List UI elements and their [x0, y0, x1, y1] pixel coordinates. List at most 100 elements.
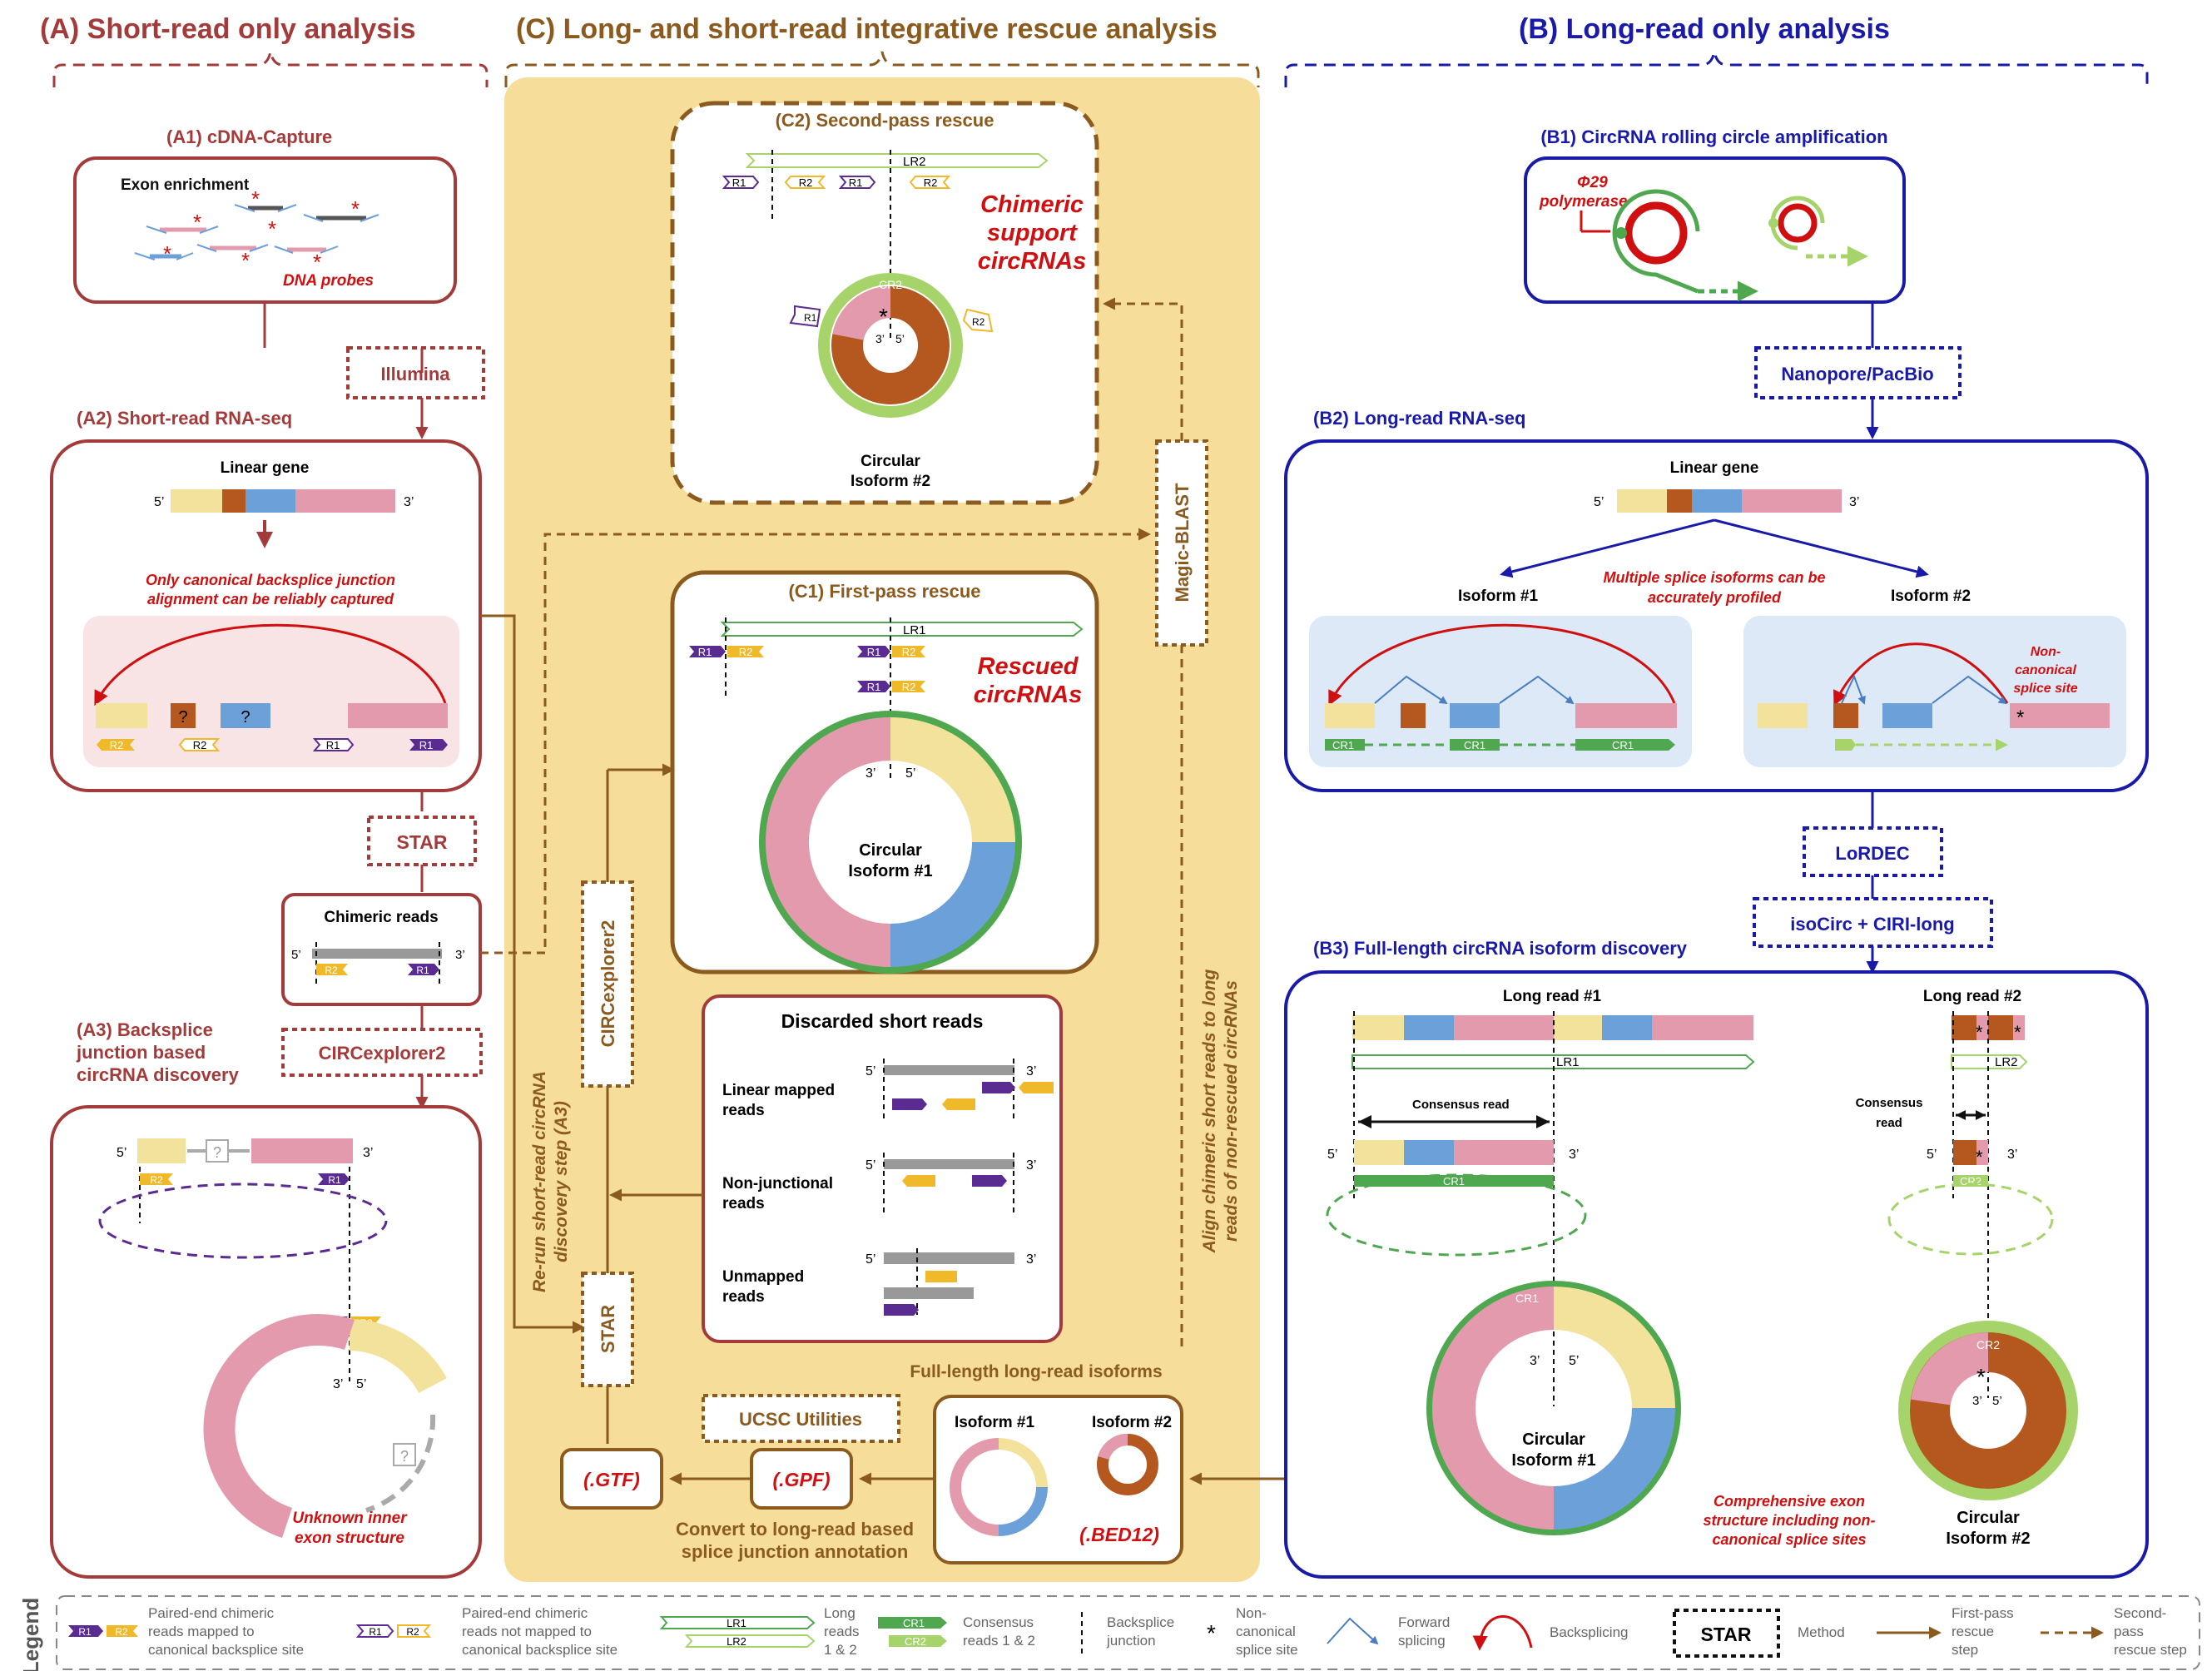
bed12-box: Isoform #1 Isoform #2 (.BED12): [933, 1395, 1183, 1564]
svg-text:Discarded short reads: Discarded short reads: [781, 1010, 984, 1032]
svg-text:Isoform #2: Isoform #2: [1092, 1414, 1172, 1431]
svg-text:reads: reads: [824, 1624, 860, 1639]
svg-text:Φ29: Φ29: [1577, 174, 1608, 191]
svg-text:Linear gene: Linear gene: [221, 459, 310, 477]
svg-text:splicing: splicing: [1398, 1633, 1446, 1649]
svg-text:R2: R2: [902, 681, 916, 693]
svg-text:Long: Long: [824, 1605, 856, 1621]
svg-text:LR2: LR2: [727, 1635, 746, 1648]
method-star-c: STAR: [581, 1272, 634, 1387]
svg-text:CR1: CR1: [856, 701, 880, 714]
a2-title: (A2) Short-read RNA-seq: [77, 408, 292, 429]
svg-text:CIRCexplorer2: CIRCexplorer2: [598, 920, 618, 1048]
svg-text:3’: 3’: [875, 332, 885, 345]
svg-text:CR2: CR2: [1976, 1338, 2000, 1351]
chimeric-reads-box: Chimeric reads 5’ 3’ R2 R1: [281, 893, 482, 1006]
probe-fragments: * * * * * * *: [134, 186, 379, 275]
svg-text:R1: R1: [416, 964, 429, 976]
svg-text:Consensus: Consensus: [1856, 1096, 1923, 1110]
svg-text:canonical splice sites: canonical splice sites: [1712, 1531, 1866, 1548]
svg-text:5’: 5’: [1569, 1354, 1579, 1368]
svg-text:Consensus: Consensus: [963, 1614, 1034, 1630]
method-magic-blast: Magic-BLAST: [1155, 439, 1208, 647]
svg-text:canonical backsplice site: canonical backsplice site: [148, 1642, 304, 1658]
svg-text:R1: R1: [867, 646, 881, 658]
svg-text:3’: 3’: [333, 1377, 343, 1391]
svg-text:*: *: [2014, 1022, 2021, 1043]
svg-text:3’: 3’: [2007, 1148, 2017, 1162]
svg-text:5’: 5’: [865, 1064, 875, 1078]
svg-text:R2: R2: [902, 646, 916, 658]
svg-text:(.GTF): (.GTF): [583, 1469, 640, 1490]
svg-text:3’: 3’: [1026, 1158, 1036, 1173]
svg-text:reads 1 & 2: reads 1 & 2: [963, 1633, 1035, 1649]
svg-text:3’: 3’: [1849, 495, 1859, 509]
svg-text:CR1: CR1: [1443, 1175, 1465, 1188]
svg-text:5’: 5’: [1927, 1148, 1937, 1162]
svg-text:Align chimeric short reads to: Align chimeric short reads to long: [1200, 969, 1219, 1253]
section-a-header: (A) Short-read only analysis: [40, 13, 489, 87]
section-a-title: (A) Short-read only analysis: [40, 13, 416, 45]
svg-text:STAR: STAR: [397, 831, 448, 853]
svg-text:Multiple splice isoforms can b: Multiple splice isoforms can be: [1603, 569, 1825, 586]
exon-enrichment-label: Exon enrichment: [121, 176, 250, 194]
svg-text:3’: 3’: [865, 766, 875, 781]
c2-panel: (C2) Second-pass rescue LR2 R1 R2 R1 R2 …: [670, 101, 1099, 505]
svg-text:Isoform #2: Isoform #2: [1891, 588, 1971, 605]
svg-text:circRNAs: circRNAs: [974, 682, 1083, 708]
gtf-box: (.GTF): [560, 1448, 663, 1510]
svg-text:(.GPF): (.GPF): [773, 1469, 831, 1490]
svg-text:(.BED12): (.BED12): [1079, 1524, 1159, 1545]
svg-text:R1: R1: [698, 646, 712, 658]
svg-text:3’: 3’: [404, 495, 414, 509]
svg-text:R2: R2: [406, 1626, 419, 1638]
svg-text:CR1: CR1: [1332, 739, 1354, 751]
svg-text:Backsplicing: Backsplicing: [1550, 1624, 1629, 1640]
svg-text:CR1: CR1: [1464, 739, 1485, 751]
svg-text:R2: R2: [193, 739, 207, 751]
svg-text:R2: R2: [972, 316, 985, 328]
svg-text:Isoform #1: Isoform #1: [955, 1414, 1035, 1431]
svg-text:pass: pass: [2114, 1624, 2144, 1639]
svg-text:R1: R1: [326, 739, 340, 751]
svg-text:CR2: CR2: [905, 1635, 926, 1648]
svg-text:support: support: [987, 220, 1078, 246]
svg-text:3’: 3’: [363, 1146, 373, 1160]
legend: Legend R1 R2 Paired-end chimeric reads m…: [18, 1595, 2200, 1671]
svg-text:Linear mapped: Linear mapped: [722, 1082, 835, 1099]
svg-text:STAR: STAR: [598, 1305, 618, 1353]
method-ucsc: UCSC Utilities: [702, 1394, 900, 1443]
svg-text:Linear gene: Linear gene: [1670, 459, 1759, 477]
svg-text:alignment can be reliably capt: alignment can be reliably captured: [147, 591, 394, 607]
method-circexplorer2-a: CIRCexplorer2: [281, 1028, 483, 1077]
svg-text:step: step: [1952, 1642, 1978, 1658]
svg-text:Circular: Circular: [860, 453, 920, 470]
svg-text:Full-length long-read isoforms: Full-length long-read isoforms: [910, 1362, 1162, 1381]
svg-text:5’: 5’: [291, 948, 301, 962]
svg-text:polymerase: polymerase: [1539, 193, 1628, 211]
section-c-header: (C) Long- and short-read integrative res…: [504, 13, 1260, 87]
svg-text:*: *: [2016, 707, 2024, 729]
svg-text:CR2: CR2: [1960, 1175, 1981, 1188]
svg-text:*: *: [251, 186, 260, 211]
svg-text:(C2) Second-pass rescue: (C2) Second-pass rescue: [776, 110, 994, 131]
a2-reads: R2 R2 R1 R1: [97, 738, 448, 751]
svg-text:Magic-BLAST: Magic-BLAST: [1172, 483, 1193, 602]
svg-text:R1: R1: [732, 176, 746, 189]
svg-text:canonical: canonical: [1236, 1624, 1296, 1639]
svg-text:Non-: Non-: [2031, 645, 2061, 659]
svg-text:Chimeric reads: Chimeric reads: [324, 909, 438, 926]
svg-text:Unmapped: Unmapped: [722, 1268, 804, 1286]
svg-text:R2: R2: [739, 646, 753, 658]
svg-text:CR2: CR2: [879, 278, 902, 291]
b3-panel: (B3) Full-length circRNA isoform discove…: [1284, 938, 2149, 1579]
svg-text:splice site: splice site: [1236, 1642, 1298, 1658]
svg-text:CR1: CR1: [1515, 1292, 1539, 1305]
svg-text:*: *: [268, 216, 276, 241]
svg-text:Non-: Non-: [1236, 1605, 1267, 1621]
svg-text:R1: R1: [867, 681, 881, 693]
a2-panel: (A2) Short-read RNA-seq Linear gene 5’ 3…: [50, 408, 482, 792]
svg-text:*: *: [163, 241, 171, 266]
svg-text:reads not mapped to: reads not mapped to: [462, 1624, 592, 1639]
dna-probes-label: DNA probes: [283, 272, 374, 290]
